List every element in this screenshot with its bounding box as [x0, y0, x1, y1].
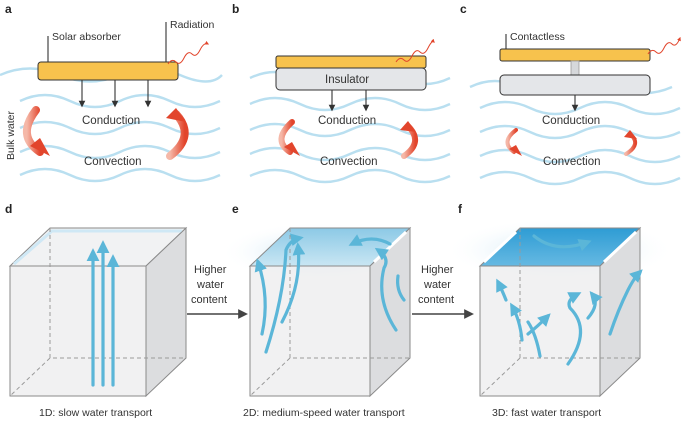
panel-b: b Insulator Conduction Convection: [232, 2, 451, 184]
insulator-block: [499, 74, 651, 96]
water-wave: [19, 144, 221, 160]
water-wave: [479, 170, 681, 186]
convection-label: Convection: [320, 156, 378, 168]
transition-arrow-ef: Higher water content: [412, 264, 474, 319]
bulk-water-label: Bulk water: [5, 110, 17, 160]
arrow-label-line: water: [423, 279, 451, 291]
radiation-wave-icon: [167, 40, 210, 65]
cube-hidden-edge: [9, 228, 186, 397]
convection-arrow-left: [278, 119, 295, 155]
conduction-label: Conduction: [318, 115, 376, 127]
panel-letter-d: d: [5, 202, 12, 216]
panel-letter-e: e: [232, 202, 239, 216]
caption-3d: 3D: fast water transport: [492, 407, 601, 419]
flow-arrow-2d: [264, 233, 304, 354]
water-wave: [19, 167, 221, 183]
convection-label: Convection: [543, 156, 601, 168]
wet-edge-highlight: [482, 230, 518, 264]
support-post: [570, 60, 580, 76]
radiation-wave-icon: [395, 38, 435, 63]
conduction-label: Conduction: [542, 115, 600, 127]
panel-d: d 1D: slow water transport: [5, 202, 188, 419]
arrow-label-line: Higher: [421, 264, 454, 276]
cube-hidden-edge: [479, 228, 640, 397]
water-wave: [479, 100, 681, 116]
cube-top-water-edge: [13, 229, 182, 266]
flow-arrow-3d: [608, 269, 643, 336]
water-wave: [249, 96, 451, 112]
panel-letter-f: f: [458, 202, 463, 216]
cube-front-face: [249, 265, 371, 397]
convection-arrow-left-head: [30, 138, 50, 156]
flow-arrow-2d: [374, 247, 398, 332]
panel-letter-a: a: [5, 2, 12, 16]
cube-hidden-edge: [249, 228, 410, 397]
arrow-label-line: content: [418, 294, 454, 306]
flow-arrow-2d: [348, 234, 392, 246]
solar-absorber-bar: [275, 55, 427, 69]
cube-front-face: [9, 265, 147, 397]
conduction-label: Conduction: [82, 115, 140, 127]
wet-edge-highlight: [602, 230, 638, 264]
flow-arrow-3d: [586, 290, 603, 320]
caption-2d: 2D: medium-speed water transport: [243, 407, 405, 419]
flow-arrow-3d: [532, 234, 592, 252]
flow-arrow-3d: [566, 292, 583, 366]
panel-letter-b: b: [232, 2, 239, 16]
radiation-wave-icon: [647, 36, 681, 55]
panel-e: e 2D: medium-speed water transport: [220, 202, 420, 419]
radiation-label: Radiation: [170, 19, 215, 31]
caption-1d: 1D: slow water transport: [39, 407, 152, 419]
convection-arrow-left-head: [509, 145, 522, 156]
convection-arrow-right-head: [166, 108, 186, 122]
arrow-label-line: Higher: [194, 264, 227, 276]
panel-c: c Contactless Conduction Convection: [460, 2, 681, 186]
water-wave: [19, 93, 221, 109]
arrow-label-line: content: [191, 294, 227, 306]
flow-arrow-2d: [280, 242, 306, 324]
convection-arrow-right-head: [400, 121, 416, 132]
solar-absorber-bar: [37, 61, 179, 81]
convection-arrow-right-head: [624, 130, 637, 139]
convection-label: Convection: [84, 156, 142, 168]
contactless-label: Contactless: [510, 31, 565, 43]
flow-arrow-3d: [526, 316, 548, 358]
flow-arrow-3d: [496, 278, 508, 302]
water-wave: [479, 124, 681, 140]
insulator-block: [275, 67, 427, 91]
solar-absorber-label: Solar absorber: [52, 31, 121, 43]
insulator-label: Insulator: [325, 74, 369, 86]
convection-arrow-left-head: [284, 142, 300, 156]
arrow-label-line: water: [196, 279, 224, 291]
transition-arrow-de: Higher water content: [187, 264, 248, 319]
flow-arrow-3d: [510, 302, 524, 342]
panel-a: a Solar absorber Radiation Conduction Co…: [0, 2, 223, 183]
flow-arrow-2d: [254, 258, 267, 336]
panel-letter-c: c: [460, 2, 467, 16]
flow-arrow-2d: [396, 274, 406, 302]
panel-f: f 3D: fast water transport: [445, 202, 675, 419]
solar-absorber-bar: [499, 48, 651, 62]
water-wave: [249, 168, 451, 184]
